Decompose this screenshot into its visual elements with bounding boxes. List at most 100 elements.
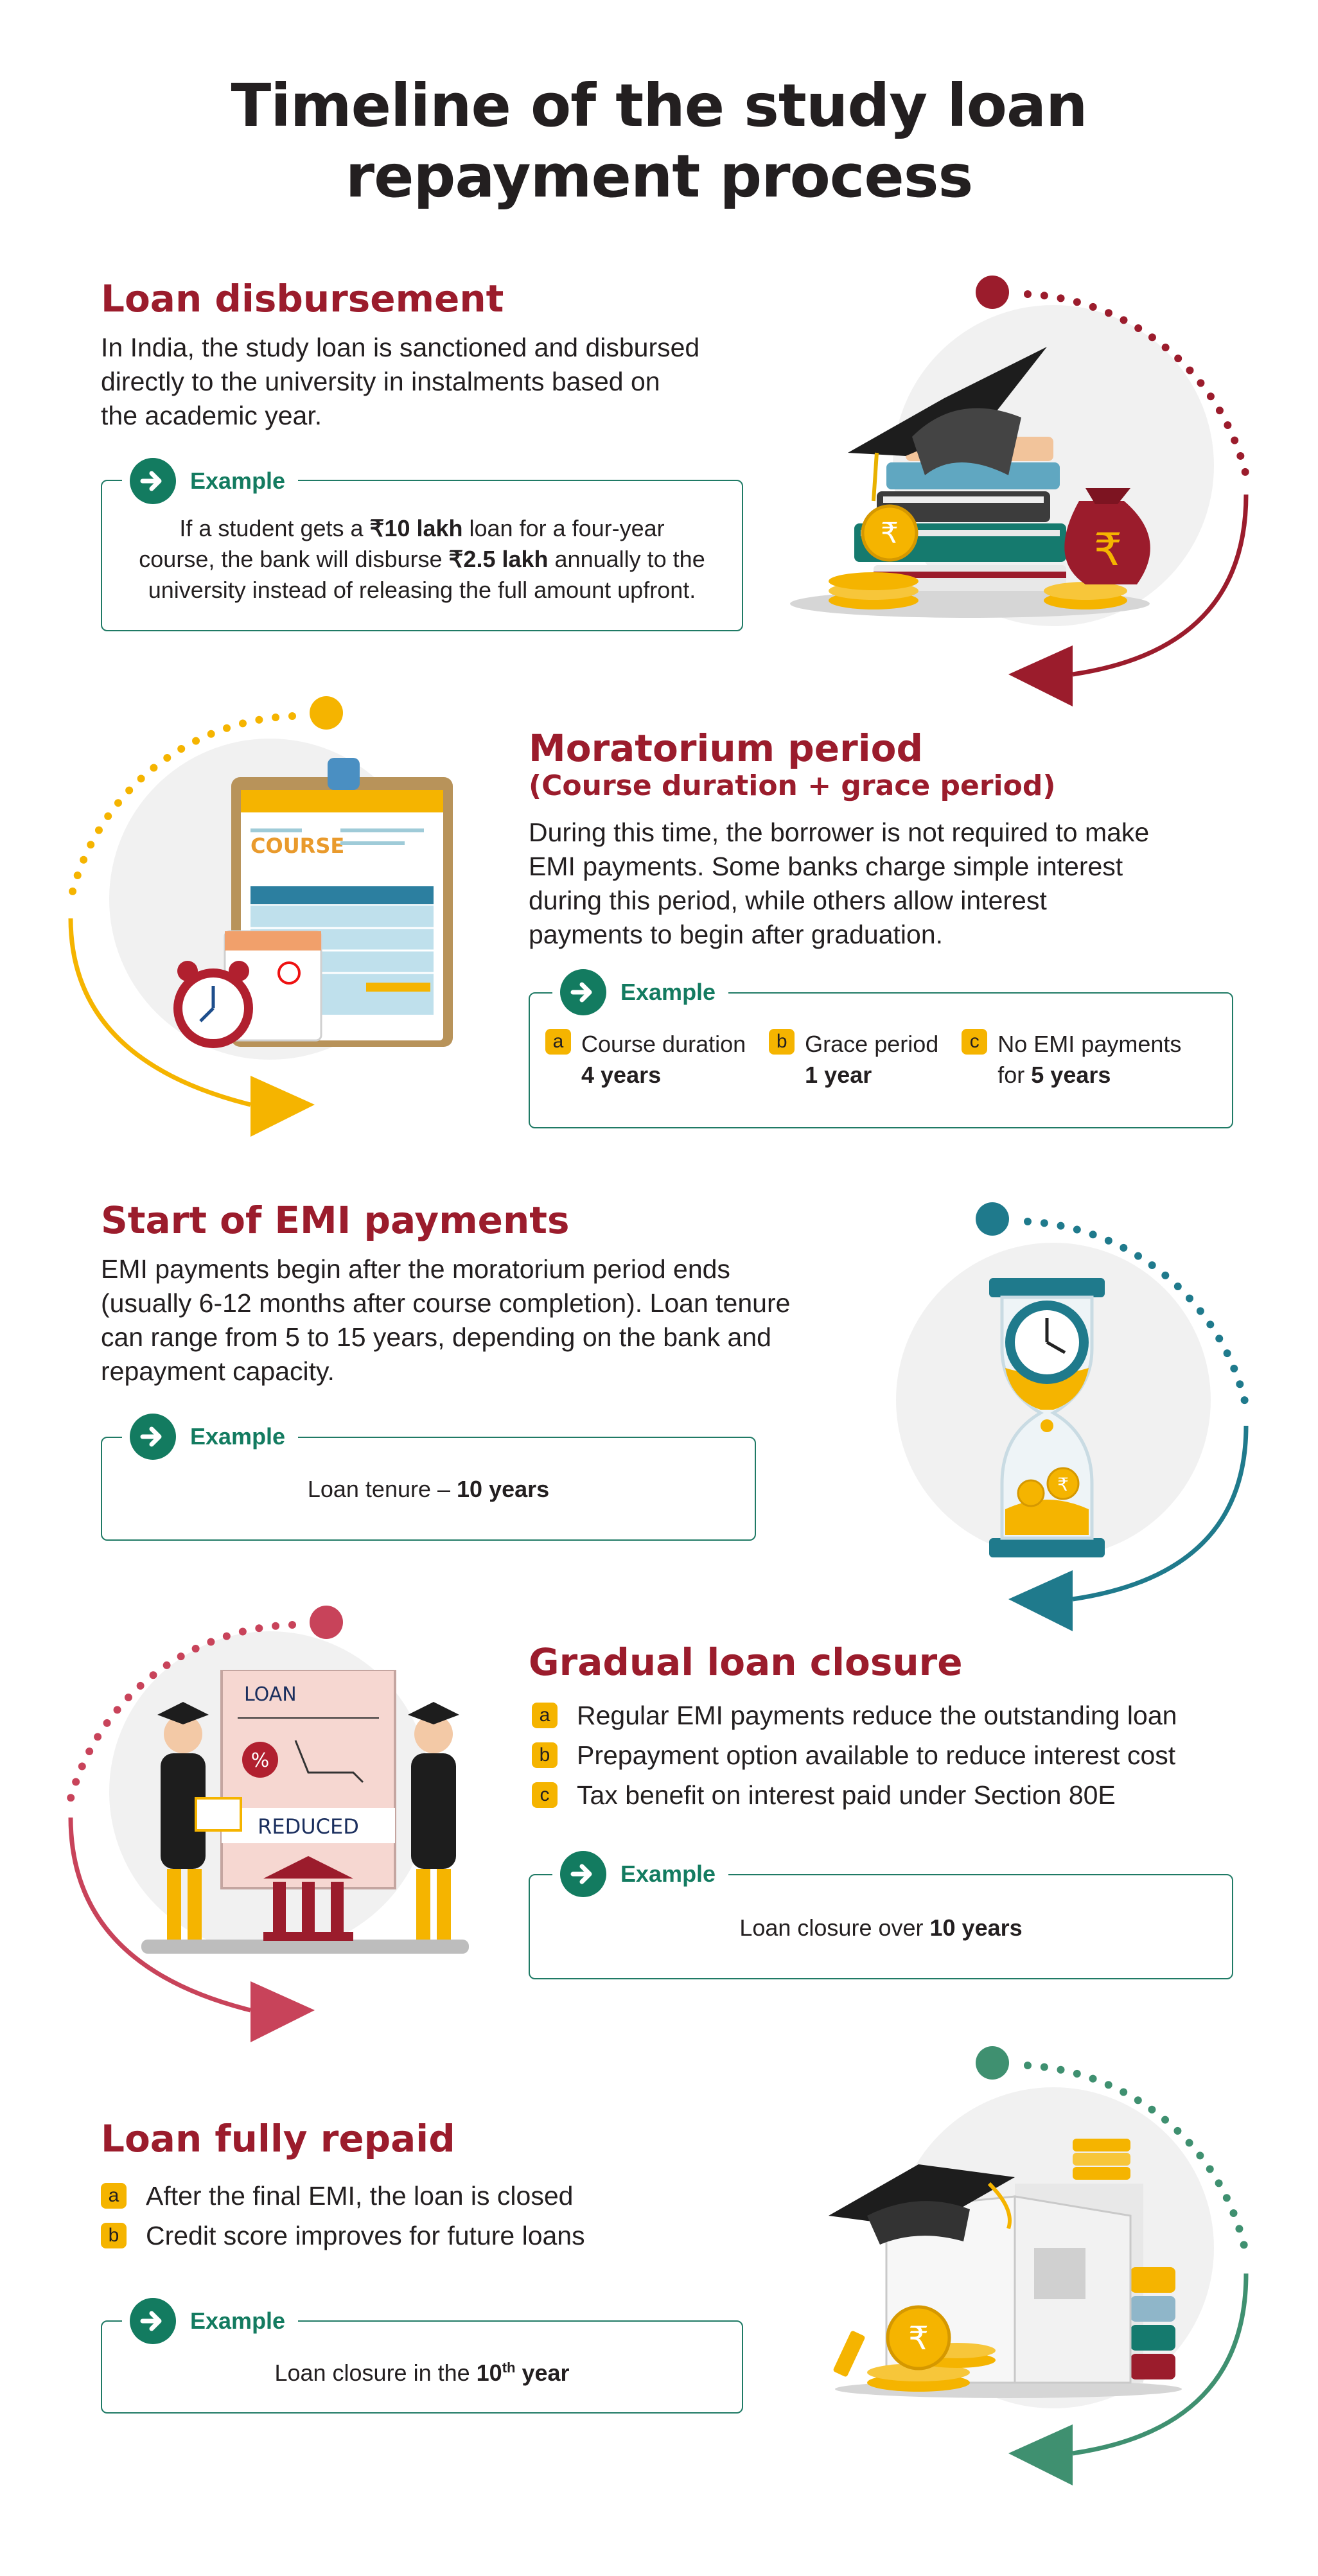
item-tag: c bbox=[962, 1029, 988, 1055]
example-badge: Example bbox=[552, 968, 729, 1016]
item-tag: b bbox=[769, 1029, 795, 1055]
example-box-moratorium: a Course duration 4 years b Grace period 1… bbox=[529, 992, 1233, 1128]
item-text: After the final EMI, the loan is closed bbox=[146, 2181, 574, 2211]
page-title: Timeline of the study loan repayment pro… bbox=[0, 71, 1318, 212]
example-badge: Example bbox=[552, 1850, 729, 1898]
item-text: Tax benefit on interest paid under Secti… bbox=[577, 1780, 1116, 1810]
illustration-book-cap-coins: ₹ bbox=[822, 2139, 1195, 2402]
example-text-part: Loan closure over bbox=[739, 1914, 930, 1941]
example-box-fully-repaid: Loan closure in the 10th year bbox=[101, 2320, 743, 2414]
item-value: 5 years bbox=[1031, 1062, 1111, 1088]
rupee-icon: ₹ bbox=[1057, 1474, 1069, 1495]
item-tag: a bbox=[101, 2183, 127, 2209]
example-label: Example bbox=[190, 1423, 286, 1450]
example-text: Loan closure over 10 years bbox=[530, 1913, 1232, 1943]
illustration-hourglass-clock: ₹ bbox=[951, 1278, 1143, 1561]
arrow-right-icon bbox=[560, 1851, 606, 1897]
example-text-part: annually to the bbox=[548, 546, 705, 572]
example-value: 10 years bbox=[929, 1914, 1023, 1941]
item-label: No EMI payments bbox=[997, 1031, 1182, 1057]
item-value: 4 years bbox=[581, 1062, 662, 1088]
example-text-part: university instead of releasing the full… bbox=[148, 577, 696, 603]
illustration-course-clipboard: COURSE bbox=[167, 751, 462, 1060]
example-item: b Grace period 1 year bbox=[769, 1029, 938, 1091]
example-item: a Course duration 4 years bbox=[545, 1029, 746, 1091]
item-tag: b bbox=[101, 2223, 127, 2248]
example-value-suffix: year bbox=[515, 2360, 570, 2386]
example-badge: Example bbox=[122, 1413, 299, 1460]
example-badge: Example bbox=[122, 2297, 299, 2345]
item-value: 1 year bbox=[805, 1062, 872, 1088]
item-text: Credit score improves for future loans bbox=[146, 2221, 585, 2250]
item-label: Course duration bbox=[581, 1031, 746, 1057]
section-body-moratorium: During this time, the borrower is not re… bbox=[529, 816, 1287, 952]
example-box-disbursement: If a student gets a ₹10 lakh loan for a … bbox=[101, 480, 743, 631]
example-text-part: If a student gets a bbox=[179, 515, 370, 541]
section-heading-gradual-closure: Gradual loan closure bbox=[529, 1640, 963, 1684]
section-heading-moratorium: Moratorium period bbox=[529, 726, 923, 770]
arrow-right-icon bbox=[130, 1414, 176, 1460]
illustration-loan-reduced-board: LOAN % REDUCED bbox=[141, 1669, 475, 1959]
example-label: Example bbox=[190, 468, 286, 494]
example-value: 10 bbox=[476, 2360, 502, 2386]
repaid-list: a After the final EMI, the loan is closed… bbox=[101, 2176, 807, 2256]
body-line: the academic year. bbox=[101, 401, 322, 430]
closure-list: a Regular EMI payments reduce the outstan… bbox=[532, 1695, 1303, 1815]
item-tag: c bbox=[532, 1782, 558, 1808]
course-sheet-title: COURSE bbox=[250, 834, 344, 858]
arrow-right-icon bbox=[130, 2298, 176, 2344]
arrow-right-icon bbox=[560, 969, 606, 1015]
example-box-gradual-closure: Loan closure over 10 years bbox=[529, 1874, 1233, 1979]
body-line: can range from 5 to 15 years, depending … bbox=[101, 1322, 771, 1352]
list-item: c Tax benefit on interest paid under Sect… bbox=[532, 1775, 1303, 1815]
example-text-part: Loan closure in the bbox=[274, 2360, 477, 2386]
example-amount-loan: ₹10 lakh bbox=[369, 515, 463, 541]
body-line: payments to begin after graduation. bbox=[529, 920, 944, 949]
example-amount-annual: ₹2.5 lakh bbox=[448, 546, 549, 572]
section-body-disbursement: In India, the study loan is sanctioned a… bbox=[101, 331, 807, 433]
rupee-icon: ₹ bbox=[908, 2320, 929, 2357]
title-line-1: Timeline of the study loan bbox=[231, 71, 1087, 140]
section-heading-disbursement: Loan disbursement bbox=[101, 277, 504, 320]
example-text-part: loan for a four-year bbox=[462, 515, 665, 541]
rupee-icon: ₹ bbox=[1094, 523, 1123, 576]
list-item: b Prepayment option available to reduce i… bbox=[532, 1735, 1303, 1775]
body-line: In India, the study loan is sanctioned a… bbox=[101, 333, 700, 362]
section-heading-fully-repaid: Loan fully repaid bbox=[101, 2117, 455, 2160]
example-label: Example bbox=[620, 1861, 716, 1887]
example-text: If a student gets a ₹10 lakh loan for a … bbox=[102, 513, 742, 606]
example-label: Example bbox=[190, 2308, 286, 2334]
percent-icon: % bbox=[251, 1749, 270, 1772]
example-value: 10 years bbox=[457, 1476, 550, 1502]
rupee-icon: ₹ bbox=[881, 517, 899, 550]
item-tag: a bbox=[532, 1703, 558, 1728]
example-superscript: th bbox=[502, 2360, 516, 2376]
list-item: a After the final EMI, the loan is closed bbox=[101, 2176, 807, 2216]
arrow-right-icon bbox=[130, 458, 176, 504]
body-line: During this time, the borrower is not re… bbox=[529, 818, 1150, 847]
board-label-loan: LOAN bbox=[244, 1683, 297, 1706]
illustration-books-cap-coins: ₹ ₹ bbox=[777, 347, 1163, 623]
example-items: a Course duration 4 years b Grace period 1… bbox=[545, 1029, 1181, 1091]
title-line-2: repayment process bbox=[345, 142, 974, 211]
body-line: during this period, while others allow i… bbox=[529, 886, 1047, 915]
section-body-emi-start: EMI payments begin after the moratorium … bbox=[101, 1252, 872, 1389]
item-text: Regular EMI payments reduce the outstand… bbox=[577, 1701, 1177, 1730]
body-line: directly to the university in instalment… bbox=[101, 367, 660, 396]
item-tag: a bbox=[545, 1029, 571, 1055]
list-item: b Credit score improves for future loans bbox=[101, 2216, 807, 2256]
section-heading-emi-start: Start of EMI payments bbox=[101, 1198, 570, 1242]
item-label: Grace period bbox=[805, 1031, 939, 1057]
item-tag: b bbox=[532, 1742, 558, 1768]
list-item: a Regular EMI payments reduce the outstan… bbox=[532, 1695, 1303, 1735]
item-text: Prepayment option available to reduce in… bbox=[577, 1740, 1176, 1770]
body-line: EMI payments. Some banks charge simple i… bbox=[529, 852, 1123, 881]
example-text: Loan tenure – 10 years bbox=[102, 1474, 755, 1505]
body-line: EMI payments begin after the moratorium … bbox=[101, 1254, 730, 1284]
example-text: Loan closure in the 10th year bbox=[102, 2353, 742, 2388]
board-label-reduced: REDUCED bbox=[258, 1814, 359, 1839]
example-text-part: course, the bank will disburse bbox=[139, 546, 449, 572]
example-text-part: Loan tenure – bbox=[307, 1476, 457, 1502]
example-box-emi-start: Loan tenure – 10 years bbox=[101, 1437, 756, 1541]
